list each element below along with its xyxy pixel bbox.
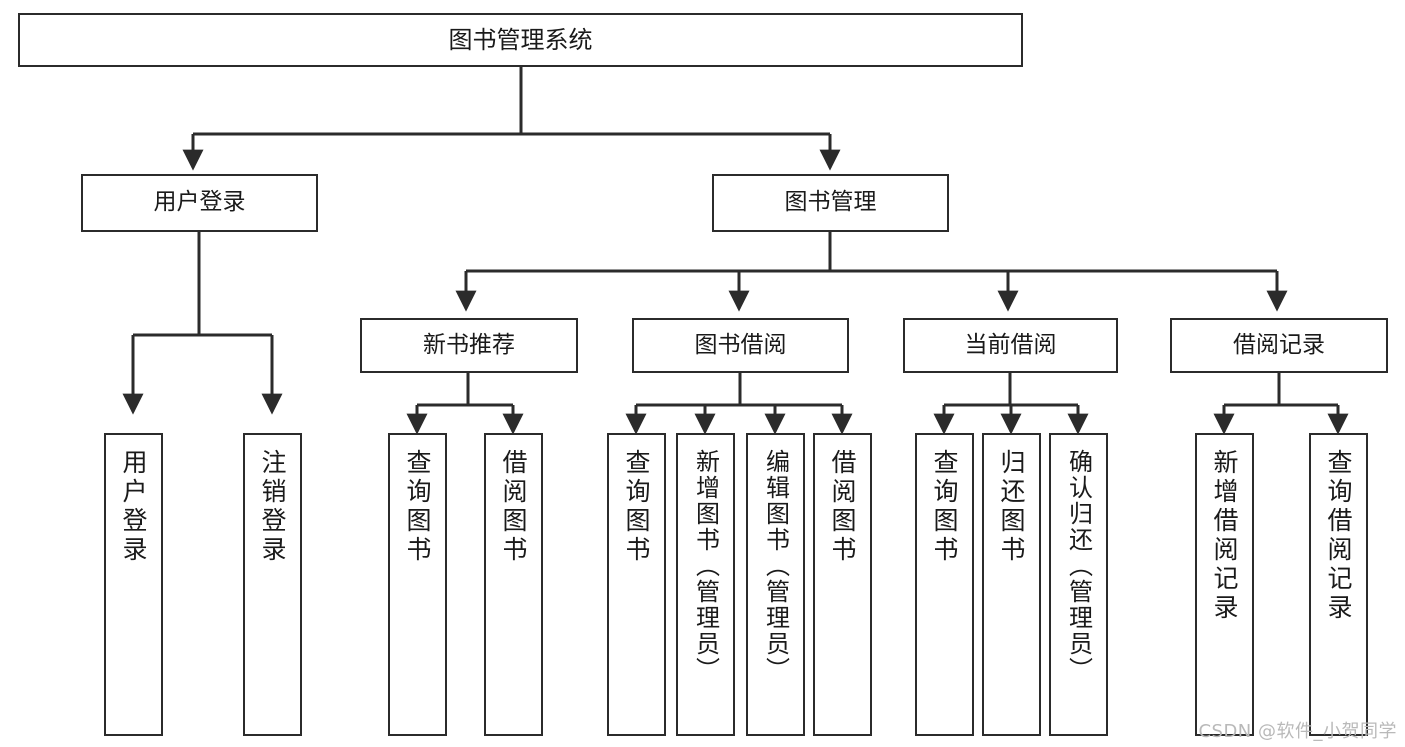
leaf-borrow-book-new[interactable]: 借阅图书 [484,433,543,736]
node-label: 查询借阅记录 [1324,449,1353,623]
node-label: 新增借阅记录 [1210,449,1239,623]
node-root-book-management-system[interactable]: 图书管理系统 [18,13,1023,67]
node-label: 注销登录 [258,449,287,565]
node-label: 新增图书（管理员） [691,449,720,683]
node-new-book-recommendation[interactable]: 新书推荐 [360,318,578,373]
node-label: 编辑图书（管理员） [761,449,790,683]
leaf-user-login[interactable]: 用户登录 [104,433,163,736]
leaf-query-borrow-record[interactable]: 查询借阅记录 [1309,433,1368,736]
node-label: 新书推荐 [423,331,515,358]
node-label: 借阅图书 [828,449,857,565]
node-label: 确认归还（管理员） [1064,449,1093,683]
node-label: 查询图书 [403,449,432,565]
node-current-borrowing[interactable]: 当前借阅 [903,318,1118,373]
leaf-borrow-book[interactable]: 借阅图书 [813,433,872,736]
node-label: 当前借阅 [964,331,1057,358]
leaf-query-book-borrow[interactable]: 查询图书 [607,433,666,736]
node-label: 归还图书 [997,449,1026,565]
node-label: 图书管理系统 [448,25,593,54]
leaf-query-book-new[interactable]: 查询图书 [388,433,447,736]
leaf-return-book[interactable]: 归还图书 [982,433,1041,736]
node-book-borrowing[interactable]: 图书借阅 [632,318,849,373]
leaf-add-book-admin[interactable]: 新增图书（管理员） [676,433,735,736]
node-borrowing-records[interactable]: 借阅记录 [1170,318,1388,373]
node-label: 查询图书 [930,449,959,565]
node-user-login[interactable]: 用户登录 [81,174,318,232]
leaf-query-book-current[interactable]: 查询图书 [915,433,974,736]
node-label: 借阅图书 [499,449,528,565]
node-book-management[interactable]: 图书管理 [712,174,949,232]
node-label: 图书借阅 [694,331,787,358]
node-label: 用户登录 [153,189,246,216]
leaf-add-borrow-record[interactable]: 新增借阅记录 [1195,433,1254,736]
node-label: 用户登录 [119,449,148,565]
node-label: 借阅记录 [1233,331,1325,358]
watermark: CSDN @软件_小贺同学 [1198,721,1397,742]
leaf-edit-book-admin[interactable]: 编辑图书（管理员） [746,433,805,736]
node-label: 查询图书 [622,449,651,565]
node-label: 图书管理 [784,189,877,216]
leaf-logout[interactable]: 注销登录 [243,433,302,736]
leaf-confirm-return-admin[interactable]: 确认归还（管理员） [1049,433,1108,736]
